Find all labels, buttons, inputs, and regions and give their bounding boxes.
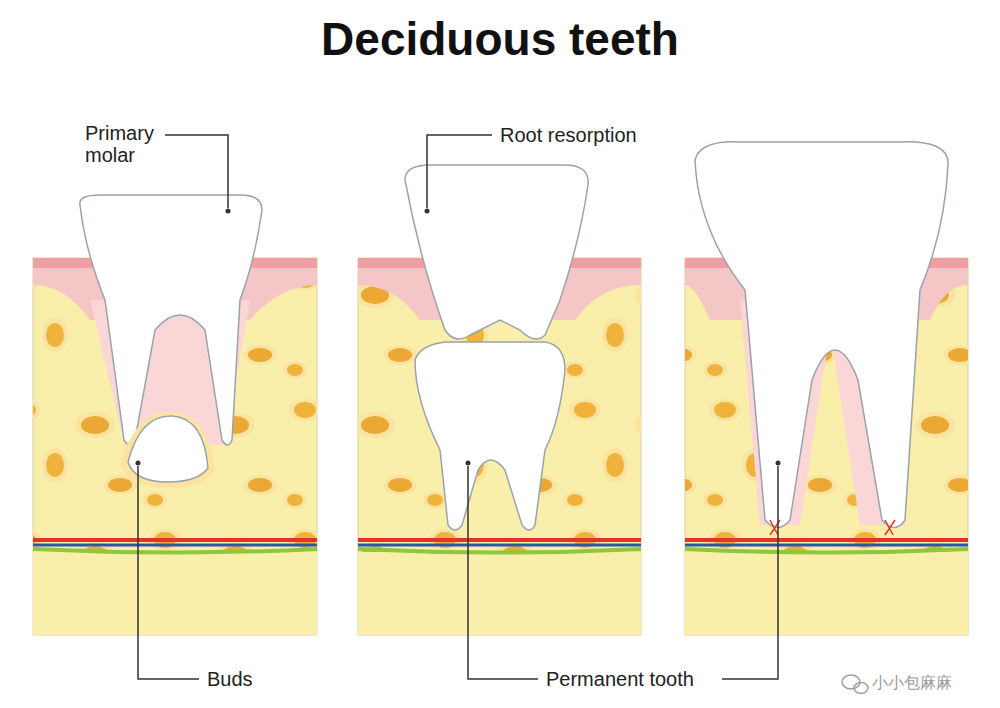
teeth bbox=[80, 142, 948, 535]
part-label: Root resorption bbox=[500, 124, 637, 146]
part-label: Permanent tooth bbox=[546, 668, 694, 690]
part-label: Primary molar bbox=[85, 122, 163, 166]
watermark: 小小包麻麻 bbox=[872, 673, 952, 694]
part-label: Buds bbox=[207, 668, 253, 690]
leader-lines bbox=[136, 135, 781, 679]
watermark-icon bbox=[842, 675, 868, 694]
vessels bbox=[33, 540, 968, 553]
diagram-title: Deciduous teeth bbox=[0, 12, 1000, 66]
